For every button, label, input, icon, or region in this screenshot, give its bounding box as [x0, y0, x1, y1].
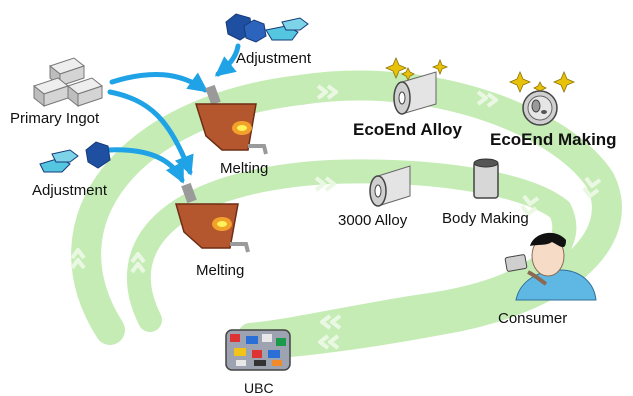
person-drinking-icon — [504, 232, 597, 301]
alloy-nuggets-icon-left — [39, 141, 111, 173]
melting-top-label: Melting — [220, 160, 269, 177]
adjustment-left-label: Adjustment — [32, 182, 108, 199]
arrow-adjustment-to-bottom-melting — [105, 147, 185, 184]
arrow-ingot-to-top-melting — [109, 72, 209, 93]
ubc-label: UBC — [244, 380, 274, 396]
melting-furnace-icon-top — [194, 84, 268, 155]
input-arrows — [105, 43, 241, 184]
alloy-nuggets-icon-top — [225, 13, 309, 43]
aluminum-coil-icon-ecoend — [393, 71, 437, 115]
ecoend-alloy-label: EcoEnd Alloy — [353, 120, 462, 139]
crushed-can-bale-icon — [225, 329, 291, 371]
melting-bottom-label: Melting — [196, 262, 245, 279]
can-end-icon — [522, 90, 558, 126]
loop-chevrons — [70, 84, 602, 350]
arrow-adjustment-to-top-melting — [214, 43, 241, 77]
arrow-ingot-to-bottom-melting — [107, 89, 194, 176]
ingot-stack-icon — [32, 57, 104, 108]
outer-recycling-loop — [71, 70, 622, 360]
alloy-3000-label: 3000 Alloy — [338, 212, 408, 229]
body-making-label: Body Making — [442, 210, 529, 227]
aluminum-coil-icon-3000 — [369, 165, 411, 207]
sparkle-icons — [384, 56, 576, 95]
can-body-icon — [473, 158, 499, 199]
ecoend-making-label: EcoEnd Making — [490, 130, 617, 149]
adjustment-top-label: Adjustment — [236, 50, 312, 67]
primary-ingot-label: Primary Ingot — [10, 110, 100, 127]
melting-furnace-icon-bottom — [175, 182, 250, 253]
consumer-label: Consumer — [498, 310, 568, 327]
